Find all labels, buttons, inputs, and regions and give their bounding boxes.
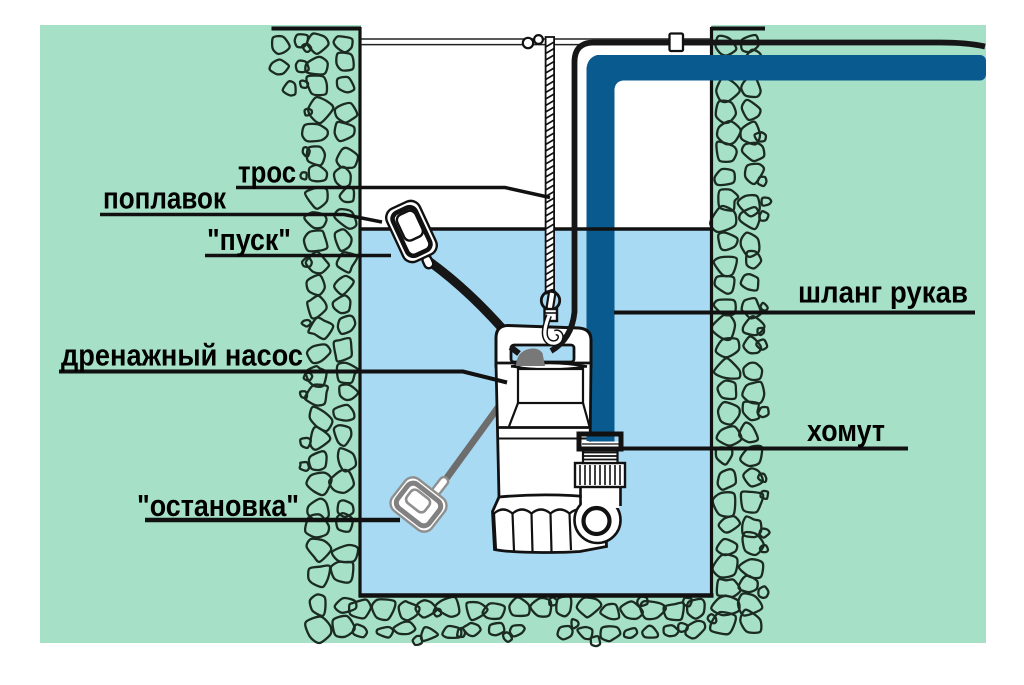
svg-text:"пуск": "пуск" xyxy=(207,222,291,257)
svg-text:хомут: хомут xyxy=(807,413,885,448)
svg-text:шланг рукав: шланг рукав xyxy=(798,275,968,310)
svg-text:дренажный насос: дренажный насос xyxy=(61,338,303,373)
svg-text:поплавок: поплавок xyxy=(103,181,226,216)
svg-text:трос: трос xyxy=(238,155,296,190)
svg-text:"остановка": "остановка" xyxy=(137,488,299,523)
